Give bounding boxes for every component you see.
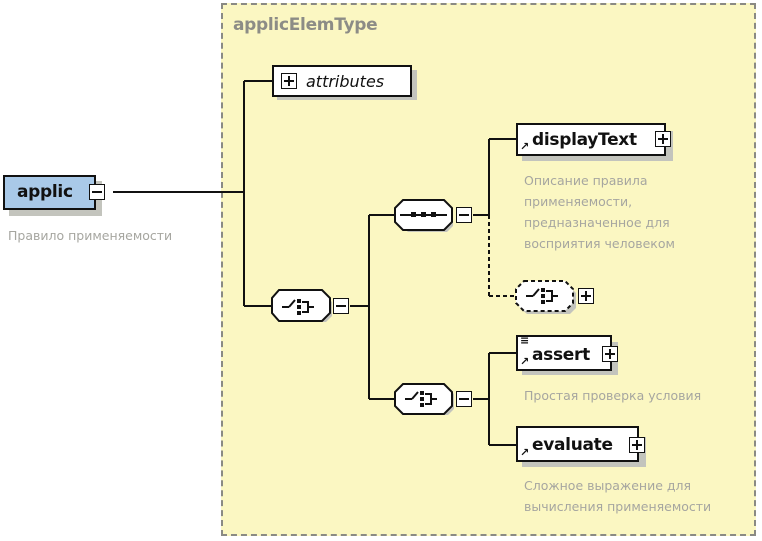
element-name: assert	[532, 345, 590, 365]
root-element-applic[interactable]: applic	[3, 175, 96, 210]
description-line: применяемости,	[524, 194, 633, 209]
choice-icon	[405, 391, 437, 407]
element-displaytext[interactable]: ↗ displayText	[516, 123, 666, 156]
element-name: evaluate	[532, 435, 613, 455]
reference-arrow-icon: ↗	[520, 446, 530, 459]
description-line: предназначенное для	[524, 215, 670, 230]
element-name: displayText	[532, 130, 637, 150]
element-assert[interactable]: ≡ ↗ assert	[516, 334, 612, 371]
element-evaluate[interactable]: ↗ evaluate	[516, 426, 639, 462]
attributes-label: attributes	[306, 72, 385, 91]
description-line: восприятия человеком	[524, 236, 675, 251]
root-element-description: Правило применяемости	[8, 228, 173, 243]
choice-icon	[282, 299, 314, 315]
sequence-compositor	[394, 199, 453, 232]
description-line: Простая проверка условия	[524, 388, 702, 403]
complex-type-name: applicElemType	[233, 15, 378, 35]
description-line: Сложное выражение для	[524, 478, 692, 493]
applic-collapse-toggle[interactable]	[89, 184, 105, 200]
attributes-expand-toggle[interactable]	[281, 73, 297, 89]
evaluate-expand-toggle[interactable]	[629, 437, 645, 453]
choice-second-collapse-toggle[interactable]	[456, 391, 472, 407]
reference-arrow-icon: ↗	[520, 140, 530, 153]
content-lines-icon: ≡	[520, 334, 530, 347]
choice-optional-expand-toggle[interactable]	[578, 288, 594, 304]
attributes-group[interactable]: attributes	[272, 65, 412, 97]
displaytext-description: Описание правила применяемости, предназн…	[524, 170, 675, 254]
description-line: вычисления применяемости	[524, 499, 712, 514]
sequence-collapse-toggle[interactable]	[456, 207, 472, 223]
assert-description: Простая проверка условия	[524, 385, 701, 406]
choice-icon	[526, 288, 558, 304]
choice-main-collapse-toggle[interactable]	[333, 298, 349, 314]
assert-expand-toggle[interactable]	[602, 346, 618, 362]
root-element-name: applic	[17, 182, 73, 202]
evaluate-description: Сложное выражение для вычисления применя…	[524, 475, 711, 517]
displaytext-expand-toggle[interactable]	[655, 131, 671, 147]
description-line: Описание правила	[524, 173, 648, 188]
reference-arrow-icon: ↗	[520, 355, 530, 368]
